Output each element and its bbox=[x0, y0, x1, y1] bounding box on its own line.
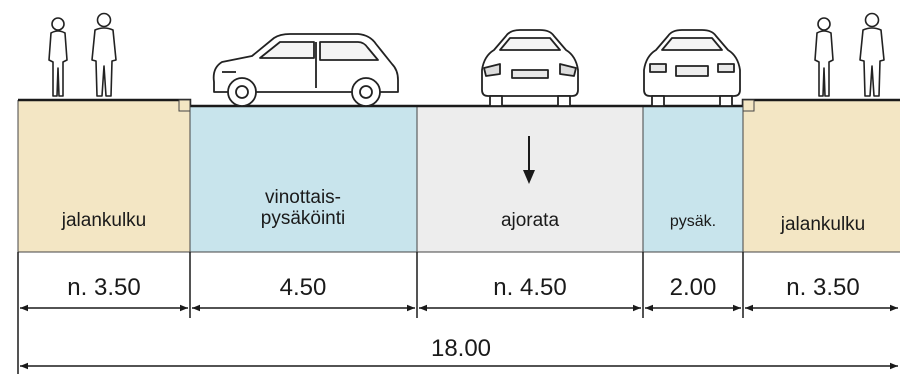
label-parking: pysäk. bbox=[670, 213, 716, 230]
street-surface bbox=[18, 98, 900, 108]
label-carriageway: ajorata bbox=[501, 210, 560, 231]
pedestrian-icon bbox=[91, 12, 117, 97]
pedestrian-icon bbox=[48, 17, 68, 97]
total-dimension bbox=[17, 318, 898, 374]
curb-left bbox=[178, 99, 191, 112]
width-carriageway: n. 4.50 bbox=[493, 274, 566, 301]
car-front-icon bbox=[643, 29, 741, 107]
width-total: 18.00 bbox=[431, 335, 491, 362]
pedestrian-icon bbox=[814, 17, 834, 97]
direction-arrow-icon bbox=[523, 136, 535, 184]
parking-fill bbox=[643, 106, 743, 252]
car-side-icon bbox=[212, 33, 399, 107]
section-dimensions bbox=[17, 252, 898, 318]
label-sidewalk-right: jalankulku bbox=[780, 214, 866, 235]
width-sidewalk-right: n. 3.50 bbox=[786, 274, 859, 301]
car-rear-icon bbox=[481, 29, 579, 107]
diagonal-parking-fill bbox=[190, 106, 417, 252]
sidewalk-left-fill bbox=[18, 100, 190, 252]
label-sidewalk-left: jalankulku bbox=[61, 210, 147, 231]
width-diagonal-parking: 4.50 bbox=[280, 274, 327, 301]
sidewalk-right-fill bbox=[743, 100, 900, 252]
label-diagonal-parking-line1: vinottais- bbox=[265, 187, 341, 208]
curb-right bbox=[742, 99, 755, 112]
pedestrian-icon bbox=[859, 12, 885, 97]
width-parking: 2.00 bbox=[670, 274, 717, 301]
section-outlines bbox=[17, 100, 900, 253]
width-sidewalk-left: n. 3.50 bbox=[67, 274, 140, 301]
label-diagonal-parking-line2: pysäköinti bbox=[261, 208, 346, 229]
